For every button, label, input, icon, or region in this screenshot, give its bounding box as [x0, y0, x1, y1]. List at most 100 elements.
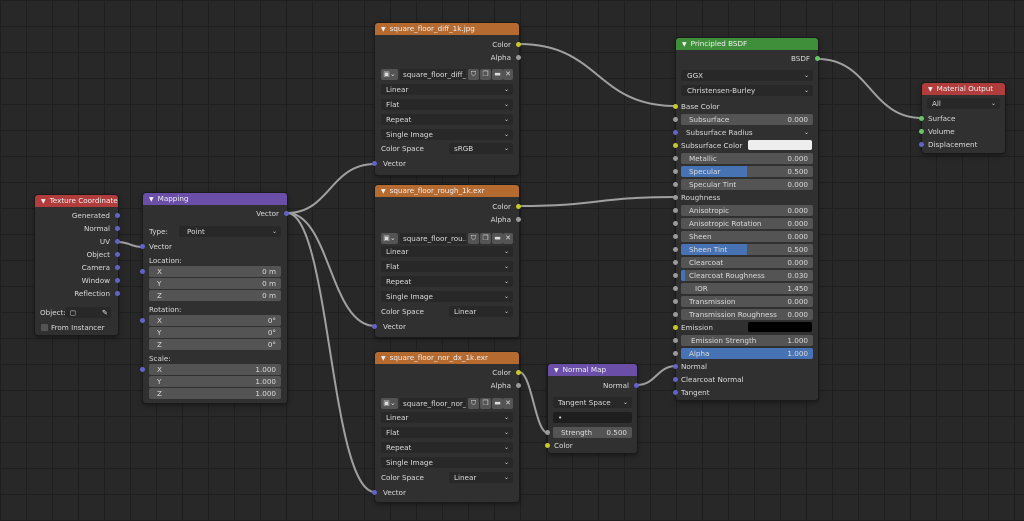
roughness-socket[interactable]: [673, 195, 678, 200]
specular-tint-socket[interactable]: [673, 182, 678, 187]
uv-map-field[interactable]: •: [553, 412, 632, 423]
displacement-socket[interactable]: [919, 142, 924, 147]
specular-socket[interactable]: [673, 169, 678, 174]
output-color-socket[interactable]: [516, 42, 521, 47]
close-icon[interactable]: ✕: [503, 398, 513, 409]
subsurface-color-socket[interactable]: [673, 143, 678, 148]
input-vector-socket[interactable]: [372, 161, 377, 166]
mapping-node[interactable]: ▼Mapping Vector Type: Point⌄ Vector Loca…: [140, 193, 289, 403]
interpolation-dropdown[interactable]: Linear⌄: [381, 246, 513, 257]
principled-bsdf-node[interactable]: ▼Principled BSDF BSDF GGX⌄ Christensen-B…: [673, 38, 820, 400]
subsurface-socket[interactable]: [673, 117, 678, 122]
output-alpha-socket[interactable]: [516, 217, 521, 222]
open-folder-icon[interactable]: ▬: [492, 69, 503, 80]
image-browse-icon[interactable]: ▣⌄: [381, 233, 398, 244]
socket-window[interactable]: [115, 278, 120, 283]
scale-socket[interactable]: [140, 367, 145, 372]
output-color-socket[interactable]: [516, 204, 521, 209]
open-folder-icon[interactable]: ▬: [492, 233, 503, 244]
emission-color-swatch[interactable]: [748, 322, 812, 332]
image-selector[interactable]: ▣⌄ square_floor_rou... ⛉ ❐ ▬ ✕: [381, 233, 513, 244]
from-instancer-checkbox[interactable]: [41, 324, 48, 331]
collapse-triangle-icon[interactable]: ▼: [554, 367, 559, 374]
sheen-socket[interactable]: [673, 234, 678, 239]
rotation-socket[interactable]: [140, 318, 145, 323]
socket-reflection[interactable]: [115, 291, 120, 296]
eyedropper-icon[interactable]: ✎: [101, 308, 108, 317]
image-browse-icon[interactable]: ▣⌄: [381, 69, 398, 80]
projection-dropdown[interactable]: Flat⌄: [381, 261, 513, 272]
output-normal-socket[interactable]: [634, 383, 639, 388]
socket-generated[interactable]: [115, 213, 120, 218]
node-header[interactable]: ▼Mapping: [143, 193, 287, 205]
node-header[interactable]: ▼Normal Map: [548, 364, 637, 376]
extension-dropdown[interactable]: Repeat⌄: [381, 114, 513, 125]
fake-user-shield-icon[interactable]: ⛉: [468, 69, 479, 80]
subsurface-method-dropdown[interactable]: Christensen-Burley⌄: [681, 85, 813, 96]
extension-dropdown[interactable]: Repeat⌄: [381, 442, 513, 453]
socket-object[interactable]: [115, 252, 120, 257]
base-color-socket[interactable]: [673, 104, 678, 109]
image-browse-icon[interactable]: ▣⌄: [381, 398, 398, 409]
node-header[interactable]: ▼square_floor_rough_1k.exr: [375, 185, 519, 197]
location-socket[interactable]: [140, 269, 145, 274]
image-texture-diff-node[interactable]: ▼square_floor_diff_1k.jpg Color Alpha ▣⌄…: [372, 23, 521, 175]
duplicate-image-icon[interactable]: ❐: [480, 233, 491, 244]
texture-coordinate-node[interactable]: ▼Texture Coordinate Generated Normal UV …: [35, 195, 120, 335]
collapse-triangle-icon[interactable]: ▼: [381, 188, 386, 195]
image-texture-normal-node[interactable]: ▼square_floor_nor_dx_1k.exr Color Alpha …: [372, 352, 521, 502]
anisotropic-socket[interactable]: [673, 208, 678, 213]
object-field[interactable]: ◻✎: [65, 307, 111, 318]
fake-user-shield-icon[interactable]: ⛉: [468, 398, 479, 409]
emission-socket[interactable]: [673, 325, 678, 330]
socket-normal[interactable]: [115, 226, 120, 231]
output-color-socket[interactable]: [516, 370, 521, 375]
image-name-field[interactable]: square_floor_nor_...: [400, 398, 466, 409]
tangent-socket[interactable]: [673, 390, 678, 395]
node-header[interactable]: ▼Principled BSDF: [676, 38, 818, 50]
volume-socket[interactable]: [919, 129, 924, 134]
open-folder-icon[interactable]: ▬: [492, 398, 503, 409]
normal-socket[interactable]: [673, 364, 678, 369]
image-name-field[interactable]: square_floor_rou...: [400, 233, 466, 244]
input-vector-socket[interactable]: [372, 324, 377, 329]
output-alpha-socket[interactable]: [516, 383, 521, 388]
node-header[interactable]: ▼Texture Coordinate: [35, 195, 118, 207]
colorspace-dropdown[interactable]: sRGB⌄: [449, 143, 513, 154]
metallic-socket[interactable]: [673, 156, 678, 161]
input-vector-socket[interactable]: [140, 244, 145, 249]
clearcoat-normal-socket[interactable]: [673, 377, 678, 382]
extension-dropdown[interactable]: Repeat⌄: [381, 276, 513, 287]
collapse-triangle-icon[interactable]: ▼: [682, 41, 687, 48]
close-icon[interactable]: ✕: [503, 69, 513, 80]
transmission-socket[interactable]: [673, 299, 678, 304]
ior-socket[interactable]: [673, 286, 678, 291]
material-output-node[interactable]: ▼Material Output All⌄ Surface Volume Dis…: [919, 83, 1005, 153]
surface-socket[interactable]: [919, 116, 924, 121]
interpolation-dropdown[interactable]: Linear⌄: [381, 84, 513, 95]
collapse-triangle-icon[interactable]: ▼: [41, 198, 46, 205]
distribution-dropdown[interactable]: GGX⌄: [681, 70, 813, 81]
image-selector[interactable]: ▣⌄ square_floor_nor_... ⛉ ❐ ▬ ✕: [381, 398, 513, 409]
source-dropdown[interactable]: Single Image⌄: [381, 457, 513, 468]
source-dropdown[interactable]: Single Image⌄: [381, 291, 513, 302]
duplicate-image-icon[interactable]: ❐: [480, 398, 491, 409]
subsurface-color-swatch[interactable]: [748, 140, 812, 150]
colorspace-dropdown[interactable]: Linear⌄: [449, 306, 513, 317]
